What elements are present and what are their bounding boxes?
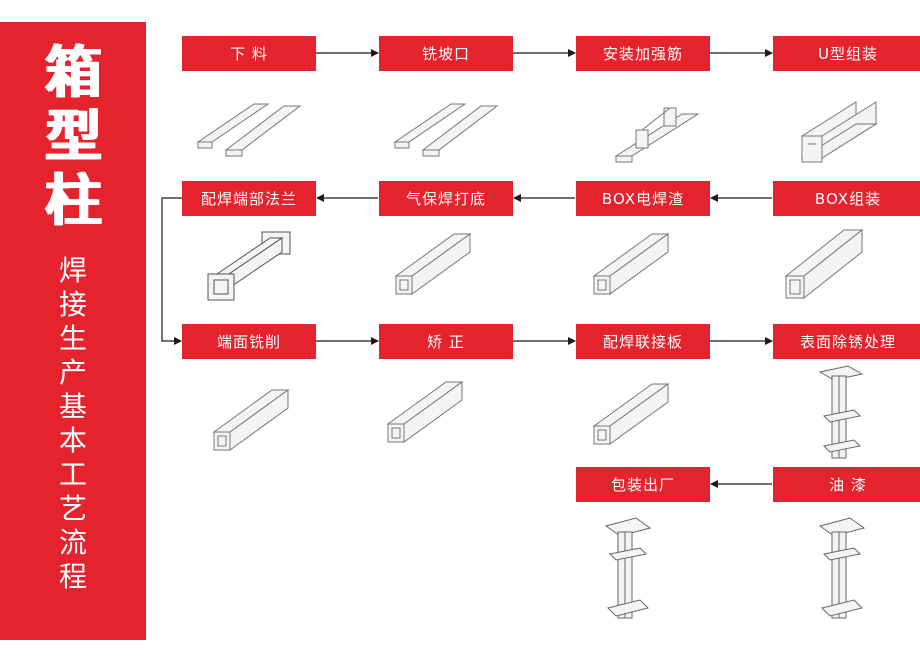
column-icon: [814, 362, 870, 462]
flange-box-icon: [200, 226, 300, 306]
u-channel-icon: [796, 96, 886, 172]
step-connection-plate-welding: 配焊联接板: [576, 324, 710, 359]
subtitle-char: 基: [58, 390, 87, 423]
step-surface-derusting: 表面除锈处理: [773, 324, 920, 359]
subtitle-char: 焊: [58, 254, 87, 287]
title-char: 箱: [45, 41, 101, 106]
subtitle-char: 本: [58, 424, 87, 457]
step-u-assembly: U型组装: [773, 36, 920, 71]
subtitle-char: 艺: [58, 492, 87, 525]
step-install-stiffeners: 安装加强筋: [576, 36, 710, 71]
sidebar-title-panel: 箱 型 柱 焊 接 生 产 基 本 工 艺 流 程: [0, 22, 146, 640]
subtitle-char: 工: [58, 458, 87, 491]
stiffener-icon: [612, 100, 702, 170]
subtitle-char: 生: [58, 322, 87, 355]
step-box-electroslag-welding: BOX电焊渣: [576, 181, 710, 216]
plates-icon: [393, 100, 503, 160]
subtitle-char: 程: [58, 560, 87, 593]
step-straightening: 矫 正: [379, 324, 513, 359]
step-cutting: 下 料: [182, 36, 316, 71]
plates-icon: [196, 100, 306, 160]
step-bevel-milling: 铣坡口: [379, 36, 513, 71]
flow-arrow: [161, 197, 182, 345]
step-packing-shipping: 包装出厂: [576, 467, 710, 502]
subtitle-char: 流: [58, 526, 87, 559]
box-beam-icon: [590, 226, 680, 306]
title-char: 柱: [45, 169, 101, 234]
title-char: 型: [45, 105, 101, 170]
box-beam-icon: [210, 382, 300, 462]
step-painting: 油 漆: [773, 467, 920, 502]
box-beam-icon: [384, 374, 474, 454]
step-gas-shielded-backing: 气保焊打底: [379, 181, 513, 216]
box-beam-icon: [782, 222, 872, 312]
subtitle-char: 接: [58, 288, 87, 321]
subtitle: 焊 接 生 产 基 本 工 艺 流 程: [0, 254, 146, 594]
column-icon: [600, 514, 660, 622]
box-beam-icon: [590, 376, 680, 456]
subtitle-char: 产: [58, 356, 87, 389]
step-end-flange-welding: 配焊端部法兰: [182, 181, 316, 216]
main-title: 箱 型 柱: [0, 42, 146, 234]
step-end-face-milling: 端面铣削: [182, 324, 316, 359]
box-beam-icon: [392, 226, 482, 306]
step-box-assembly: BOX组装: [773, 181, 920, 216]
column-icon: [814, 514, 874, 622]
